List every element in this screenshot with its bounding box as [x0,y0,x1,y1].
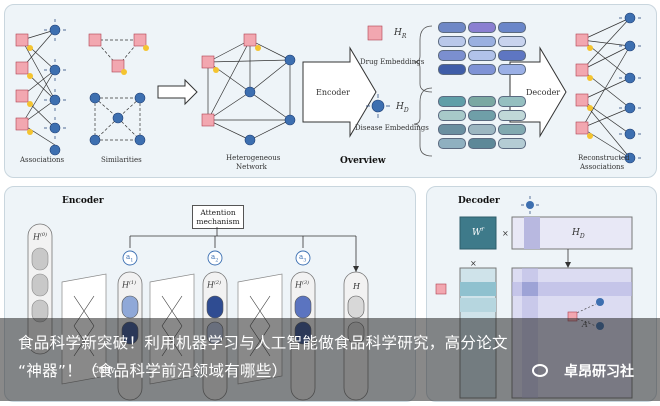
disease-embedding-cell [438,110,466,121]
drug-brace [413,25,433,93]
wr-label: Wr [472,226,485,238]
associations-label: Associations [20,156,65,164]
drug-node-icons [15,25,589,135]
alpha-2-label: a2 [211,253,219,264]
disease-embedding-cell [498,138,526,149]
a-prime-label: A' [582,320,590,329]
reconstructed-label-1: Reconstructed [578,154,630,162]
overview-diagram [15,12,641,164]
decoder-title: Decoder [458,196,500,206]
disease-embedding-cell [468,110,496,121]
hr-label: HR [394,28,407,40]
pill-accent-icons [27,45,593,139]
alpha-1-label: a1 [126,253,134,264]
h0-label: H(0) [33,232,48,242]
heterogeneous-label-2: Network [236,163,267,171]
heterogeneous-label-1: Heterogeneous [226,154,281,162]
watermark: 卓昂研习社 [564,364,634,380]
times-sign-2: × [470,259,477,268]
similarities-graph [94,39,141,141]
h2-label: H(2) [207,280,222,290]
decoder-virus-icon [526,201,534,209]
reconstructed-label-2: Associations [580,163,625,171]
encoder-arrow [302,46,377,138]
h1-label: H(1) [122,280,137,290]
arrow-1 [157,78,198,106]
drug-embedding-cell [468,50,496,61]
times-sign-1: × [502,229,509,238]
decoder-drug-icon [435,283,447,295]
disease-embedding-cell [438,138,466,149]
title-banner [0,318,660,401]
disease-embedding-cell [468,124,496,135]
disease-embeddings-label: Disease Embeddings [355,124,429,132]
disease-embedding-cell [438,96,466,107]
drug-embedding-cell [438,36,466,47]
disease-brace [413,87,433,157]
banner-line-2: “神器”！（食品科学前沿领域有哪些） [18,362,288,380]
drug-embedding-cell [438,50,466,61]
drug-embedding-cell [468,64,496,75]
drug-embedding-cell [498,64,526,75]
drug-embeddings-label: Drug Embeddings [360,58,425,66]
disease-embedding-cell [468,138,496,149]
overview-title: Overview [340,156,386,166]
heterogeneous-graph [207,39,291,141]
drug-embedding-cell [498,36,526,47]
disease-embedding-cell [468,96,496,107]
h3-label: H(3) [295,280,310,290]
alpha-3-label: a3 [299,253,307,264]
drug-embedding-cell [468,22,496,33]
banner-line-1: 食品科学新突破！利用机器学习与人工智能做食品科学研究，高分论文 [18,334,508,352]
reconstructed-graph [581,17,631,159]
drug-embedding-cell [438,22,466,33]
disease-embedding-cell [438,124,466,135]
encoder-arrow-label: Encoder [316,88,350,97]
decoder-arrow-label: Decoder [526,88,561,97]
decoder-hd-label: HD [572,228,585,240]
disease-embedding-cell [498,110,526,121]
hd-label: HD [396,102,409,114]
drug-embedding-cell [438,64,466,75]
h-out-label: H [353,282,360,291]
drug-embedding-cell [468,36,496,47]
drug-embedding-cell [498,50,526,61]
drug-embedding-cell [498,22,526,33]
disease-node-icons [49,12,636,164]
wr-matrix [459,216,497,250]
disease-embedding-cell [498,96,526,107]
conv-label: Conv [92,366,116,376]
disease-embedding-cell [498,124,526,135]
virus-spikes [44,17,641,159]
wechat-icon [532,364,548,377]
similarities-label: Similarities [101,156,142,164]
encoder-title: Encoder [62,196,104,206]
